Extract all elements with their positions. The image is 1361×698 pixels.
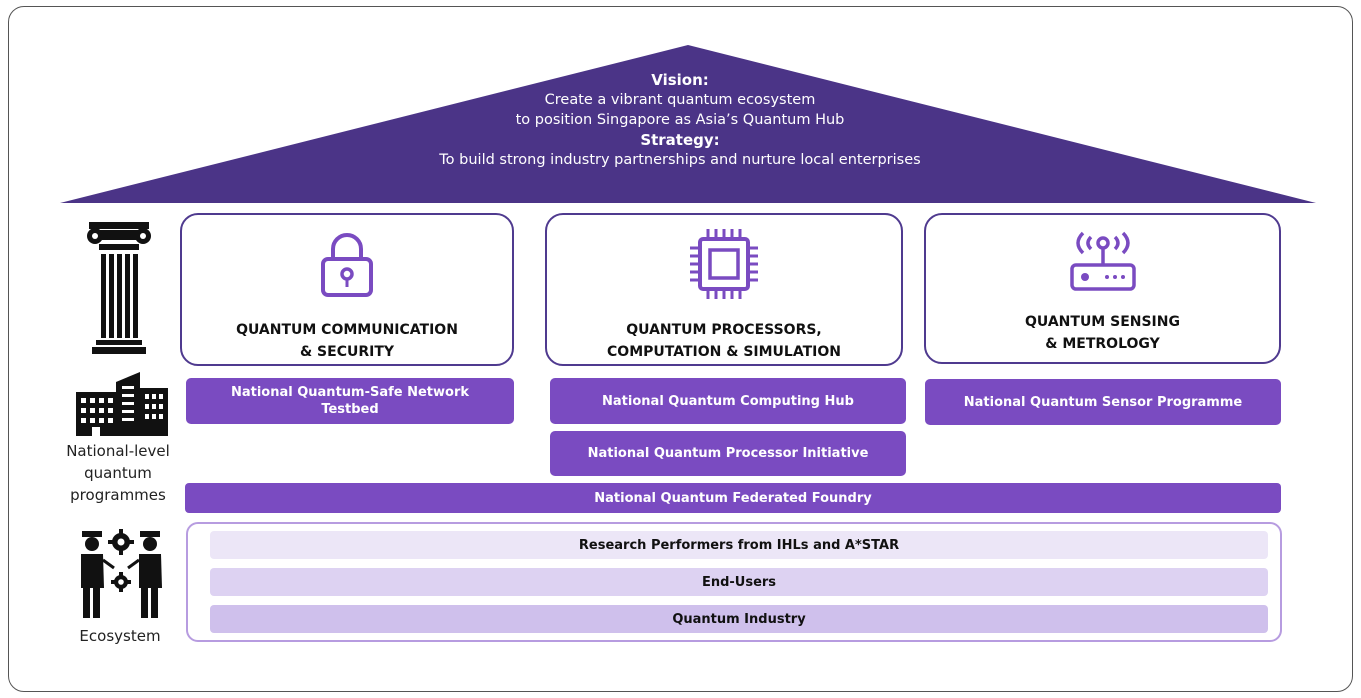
vision-line-1: Create a vibrant quantum ecosystem [544,92,816,108]
pillar-sensing-metrology: QUANTUM SENSING & METROLOGY [924,213,1281,364]
roof-triangle [60,45,1316,203]
pillar-title-line-2: & SECURITY [299,344,395,360]
ecosystem-label: Ecosystem [79,627,161,645]
national-label-line-2: quantum [84,464,152,482]
pillar-title-communication: QUANTUM COMMUNICATION & SECURITY [182,319,512,363]
padlock-icon [321,233,373,297]
pillar-title-line-2: COMPUTATION & SIMULATION [607,344,841,360]
national-label-line-3: programmes [70,486,166,504]
collaborators-gears-icon [81,529,162,618]
strategy-heading: Strategy: [640,131,720,149]
diagram-frame [8,6,1353,692]
pillar-processors-computation: QUANTUM PROCESSORS, COMPUTATION & SIMULA… [545,213,903,366]
ecosystem-row-industry: Quantum Industry [210,605,1268,633]
pillar-title-line-2: & METROLOGY [1045,336,1160,352]
roof-text: Vision: Create a vibrant quantum ecosyst… [360,70,1000,170]
programme-label-line-1: National Quantum-Safe Network [230,385,470,400]
pillar-column-icon [87,222,151,354]
pillar-title-line-1: QUANTUM PROCESSORS, [626,322,822,338]
strategy-line: To build strong industry partnerships an… [439,152,921,168]
pillar-title-line-1: QUANTUM COMMUNICATION [236,322,458,338]
national-programmes-label: National-level quantum programmes [48,440,188,506]
pillar-title-processors: QUANTUM PROCESSORS, COMPUTATION & SIMULA… [547,319,901,363]
programme-federated-foundry: National Quantum Federated Foundry [185,483,1281,513]
vision-heading: Vision: [651,71,709,89]
pillar-title-sensing: QUANTUM SENSING & METROLOGY [926,311,1279,355]
ecosystem-container [186,522,1282,642]
microchip-icon [690,229,758,299]
ecosystem-row-research: Research Performers from IHLs and A*STAR [210,531,1268,559]
programme-computing-hub: National Quantum Computing Hub [550,378,906,424]
pillar-communication-security: QUANTUM COMMUNICATION & SECURITY [180,213,514,366]
sensor-router-icon [1069,231,1136,291]
programme-label-line-2: Testbed [321,402,379,417]
programme-processor-initiative: National Quantum Processor Initiative [550,431,906,476]
ecosystem-row-end-users: End-Users [210,568,1268,596]
programme-sensor: National Quantum Sensor Programme [925,379,1281,425]
programme-quantum-safe-network: National Quantum-Safe Network Testbed [186,378,514,424]
vision-line-2: to position Singapore as Asia’s Quantum … [515,112,845,128]
national-label-line-1: National-level [66,442,170,460]
pillar-title-line-1: QUANTUM SENSING [1025,314,1180,330]
office-buildings-icon [76,372,168,436]
